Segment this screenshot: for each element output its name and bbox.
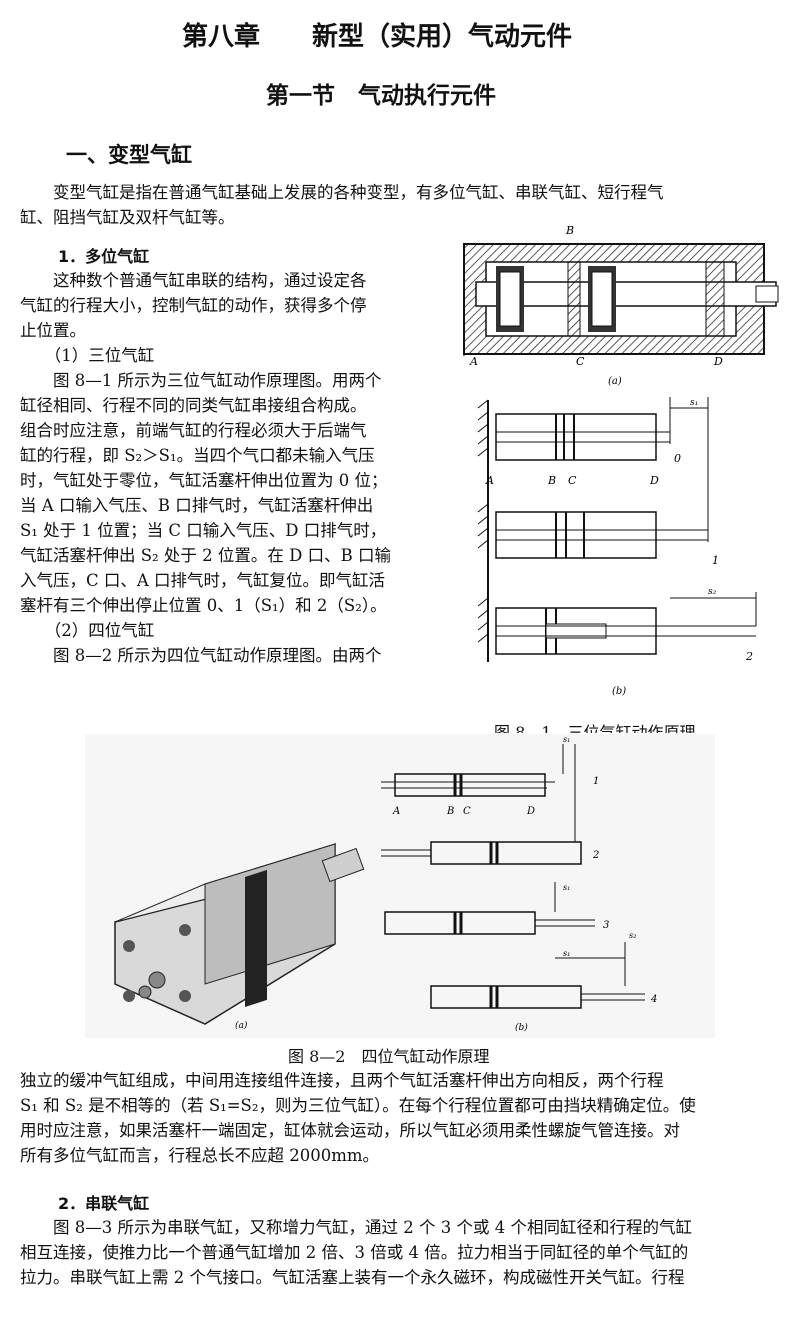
fig1b-positions: A B C D 0 s₁ 1 s₂ 2 (b) bbox=[477, 397, 757, 697]
chapter-title: 第八章 新型（实用）气动元件 bbox=[182, 22, 573, 52]
text-line: 这种数个普通气缸串联的结构，通过设定各 bbox=[20, 271, 367, 290]
fig1a-cross-section: B A C D (a) bbox=[463, 224, 779, 387]
fig1b-label-a: A bbox=[485, 474, 494, 487]
fig1b-s1: s₁ bbox=[690, 398, 698, 408]
text-line: S₁ 和 S₂ 是不相等的（若 S₁=S₂，则为三位气缸）。在每个行程位置都可由… bbox=[20, 1096, 696, 1115]
text-line: 气缸活塞杆伸出 S₂ 处于 2 位置。在 D 口、B 口输 bbox=[20, 546, 391, 565]
fig1-sub-a: (a) bbox=[608, 376, 622, 387]
fig2-pos-1: 1 bbox=[593, 776, 599, 787]
text-line: 独立的缓冲气缸组成，中间用连接组件连接，且两个气缸活塞杆伸出方向相反，两个行程 bbox=[20, 1071, 664, 1090]
text-line: 缸径相同、行程不同的同类气缸串接组合构成。 bbox=[20, 396, 367, 415]
fig1b-label-b: B bbox=[547, 474, 556, 487]
fig2-pos-3: 3 bbox=[603, 920, 609, 931]
fig1-label-a: A bbox=[469, 355, 478, 368]
fig2-s2: s₂ bbox=[629, 931, 636, 940]
subsection-title: 一、变型气缸 bbox=[66, 143, 192, 167]
intro-paragraph: 变型气缸是指在普通气缸基础上发展的各种变型，有多位气缸、串联气缸、短行程气 缸、… bbox=[20, 180, 664, 230]
text-line: 图 8—2 所示为四位气缸动作原理图。由两个 bbox=[20, 646, 382, 665]
text-line: 用时应注意，如果活塞杆一端固定，缸体就会运动，所以气缸必须用柔性螺旋气管连接。对 bbox=[20, 1121, 680, 1140]
fig1b-pos-0: 0 bbox=[674, 452, 681, 465]
figure-8-1: B A C D (a) A B C D 0 s₁ bbox=[463, 224, 779, 697]
text-line: 塞杆有三个伸出停止位置 0、1（S₁）和 2（S₂）。 bbox=[20, 596, 387, 615]
fig2-label-b: B bbox=[446, 806, 454, 817]
text-line: 当 A 口输入气压、B 口排气时，气缸活塞杆伸出 bbox=[20, 496, 374, 515]
fig2-s1-row3: s₁ bbox=[563, 883, 570, 892]
fig2-s1-top: s₁ bbox=[563, 735, 570, 744]
fig1b-s2: s₂ bbox=[708, 587, 717, 597]
fig1b-pos-2: 2 bbox=[745, 650, 753, 663]
fig2a-cylinder-image: (a) bbox=[114, 842, 365, 1031]
fig1b-pos-1: 1 bbox=[712, 554, 719, 567]
text-line: 组合时应注意，前端气缸的行程必须大于后端气 bbox=[20, 421, 367, 440]
text-line: 拉力。串联气缸上需 2 个气接口。气缸活塞上装有一个永久磁环，构成磁性开关气缸。… bbox=[20, 1268, 685, 1287]
fig2-label-c: C bbox=[463, 806, 471, 817]
item1-continuation: 独立的缓冲气缸组成，中间用连接组件连接，且两个气缸活塞杆伸出方向相反，两个行程 … bbox=[20, 1068, 696, 1168]
text-line: 相互连接，使推力比一个普通气缸增加 2 倍、3 倍或 4 倍。拉力相当于同缸径的… bbox=[20, 1243, 689, 1262]
fig2-s1-row4: s₁ bbox=[563, 949, 570, 958]
fig1-sub-b: (b) bbox=[612, 686, 626, 697]
fig1-label-b: B bbox=[565, 224, 574, 237]
fig2-label-a: A bbox=[392, 806, 400, 817]
item1-left-text: 这种数个普通气缸串联的结构，通过设定各 气缸的行程大小，控制气缸的动作，获得多个… bbox=[20, 268, 391, 668]
fig1-label-d: D bbox=[713, 355, 723, 368]
text-line: （1）三位气缸 bbox=[20, 346, 155, 365]
figure-8-2: (a) A B C D s₁ 1 2 bbox=[114, 735, 657, 1033]
text-line: 缸的行程，即 S₂＞S₁。当四个气口都未输入气压 bbox=[20, 446, 375, 465]
section-title: 第一节 气动执行元件 bbox=[266, 83, 496, 109]
text-line: 气缸的行程大小，控制气缸的动作，获得多个停 bbox=[20, 296, 367, 315]
figure-8-2-caption: 图 8—2 四位气缸动作原理 bbox=[288, 1047, 490, 1066]
fig2-sub-a: (a) bbox=[235, 1020, 248, 1031]
fig1b-label-c: C bbox=[568, 474, 577, 487]
text-line: 图 8—1 所示为三位气缸动作原理图。用两个 bbox=[20, 371, 382, 390]
text-line: 止位置。 bbox=[20, 321, 86, 340]
text-line: 入气压，C 口、A 口排气时，气缸复位。即气缸活 bbox=[20, 571, 386, 590]
text-line: 缸、阻挡气缸及双杆气缸等。 bbox=[20, 208, 235, 227]
text-line: （2）四位气缸 bbox=[20, 621, 155, 640]
item2-text: 图 8—3 所示为串联气缸，又称增力气缸，通过 2 个 3 个或 4 个相同缸径… bbox=[20, 1215, 692, 1290]
text-line: 图 8—3 所示为串联气缸，又称增力气缸，通过 2 个 3 个或 4 个相同缸径… bbox=[20, 1218, 692, 1237]
figure-8-1-caption: 图 8—1 三位气缸动作原理 bbox=[494, 723, 696, 733]
fig2b-labels: A B C D s₁ 1 2 s₁ 3 s₂ s₁ 4 (b) bbox=[392, 735, 657, 1033]
fig2-label-d: D bbox=[526, 806, 535, 817]
text-line: 所有多位气缸而言，行程总长不应超 2000mm。 bbox=[20, 1146, 380, 1165]
fig2-sub-b: (b) bbox=[515, 1022, 528, 1033]
fig2b-positions bbox=[381, 744, 645, 1009]
fig1-label-c: C bbox=[576, 355, 585, 368]
text-line: 时，气缸处于零位，气缸活塞杆伸出位置为 0 位； bbox=[20, 471, 388, 490]
fig2-pos-2: 2 bbox=[592, 850, 599, 861]
fig2-pos-4: 4 bbox=[650, 994, 657, 1005]
text-line: S₁ 处于 1 位置；当 C 口输入气压、D 口排气时， bbox=[20, 521, 387, 540]
text-line: 变型气缸是指在普通气缸基础上发展的各种变型，有多位气缸、串联气缸、短行程气 bbox=[20, 183, 664, 202]
item2-heading: 2．串联气缸 bbox=[58, 1194, 150, 1213]
item1-heading: 1．多位气缸 bbox=[58, 247, 150, 266]
fig1b-label-d: D bbox=[649, 474, 659, 487]
